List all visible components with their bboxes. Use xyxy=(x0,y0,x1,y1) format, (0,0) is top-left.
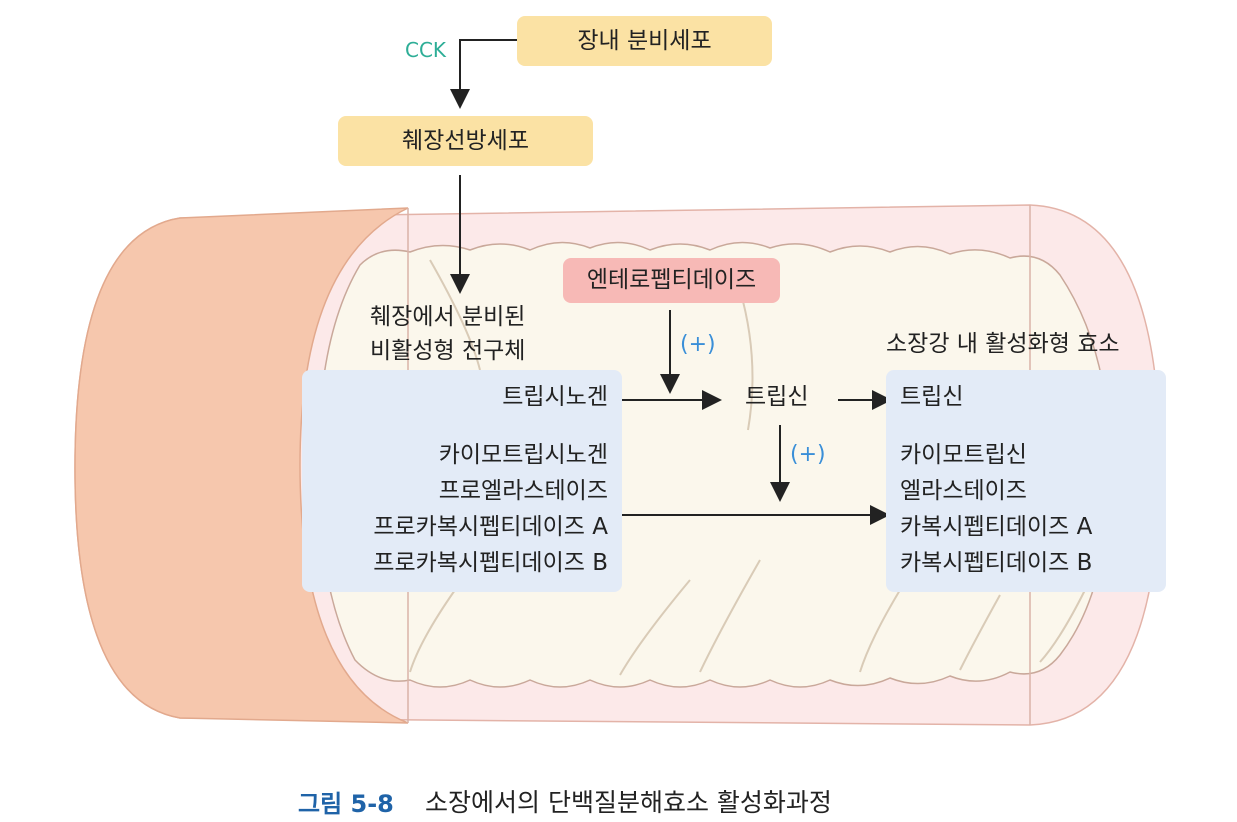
active-enzyme-item: 카복시펩티데이즈 B xyxy=(900,550,1093,576)
enteropeptidase-box: 엔테로펩티데이즈 xyxy=(563,258,780,303)
trypsin-mid-label: 트립신 xyxy=(745,384,809,410)
precursor-box: 트립시노겐 카이모트립시노겐 프로엘라스테이즈 프로카복시펩티데이즈 A 프로카… xyxy=(302,370,622,592)
caption-number: 그림 5-8 xyxy=(298,790,394,818)
precursor-item: 카이모트립시노겐 xyxy=(438,442,608,468)
enteropeptidase-label: 엔테로펩티데이즈 xyxy=(586,267,757,293)
active-enzyme-box: 트립신 카이모트립신 엘라스테이즈 카복시펩티데이즈 A 카복시펩티데이즈 B xyxy=(886,370,1166,592)
active-enzyme-item: 트립신 xyxy=(900,384,964,410)
lumen-label: 소장강 내 활성화형 효소 xyxy=(886,331,1120,357)
precursor-item: 프로카복시펩티데이즈 B xyxy=(373,550,608,576)
fold-3 xyxy=(409,589,456,673)
precursor-item: 트립시노겐 xyxy=(502,384,608,410)
cck-arrow xyxy=(450,39,517,109)
fold-7 xyxy=(959,594,1001,671)
active-enzyme-item: 엘라스테이즈 xyxy=(900,478,1027,504)
fold-1 xyxy=(429,259,481,371)
pancreas-label-line1: 췌장에서 분비된 xyxy=(370,304,526,330)
active-enzyme-item: 카이모트립신 xyxy=(900,442,1027,468)
cck-label: CCK xyxy=(405,38,447,62)
acinar-cell-box: 췌장선방세포 xyxy=(338,116,593,166)
fold-8 xyxy=(1039,589,1086,663)
fold-5 xyxy=(699,559,761,673)
fold-4 xyxy=(619,579,691,676)
acinar-cell-label: 췌장선방세포 xyxy=(402,127,529,154)
fold-6 xyxy=(859,589,901,673)
caption-text: 소장에서의 단백질분해효소 활성화과정 xyxy=(425,788,832,817)
precursor-item: 프로엘라스테이즈 xyxy=(438,478,608,504)
precursor-item: 프로카복시펩티데이즈 A xyxy=(373,514,608,540)
active-enzyme-item: 카복시펩티데이즈 A xyxy=(900,514,1093,540)
pancreas-label-line2: 비활성형 전구체 xyxy=(370,338,526,364)
intestinal-cell-label: 장내 분비세포 xyxy=(577,27,712,54)
plus-sign-2: (+) xyxy=(790,442,826,467)
plus-sign-1: (+) xyxy=(680,332,716,357)
fold-2 xyxy=(739,289,754,431)
intestinal-cell-box: 장내 분비세포 xyxy=(517,16,772,66)
